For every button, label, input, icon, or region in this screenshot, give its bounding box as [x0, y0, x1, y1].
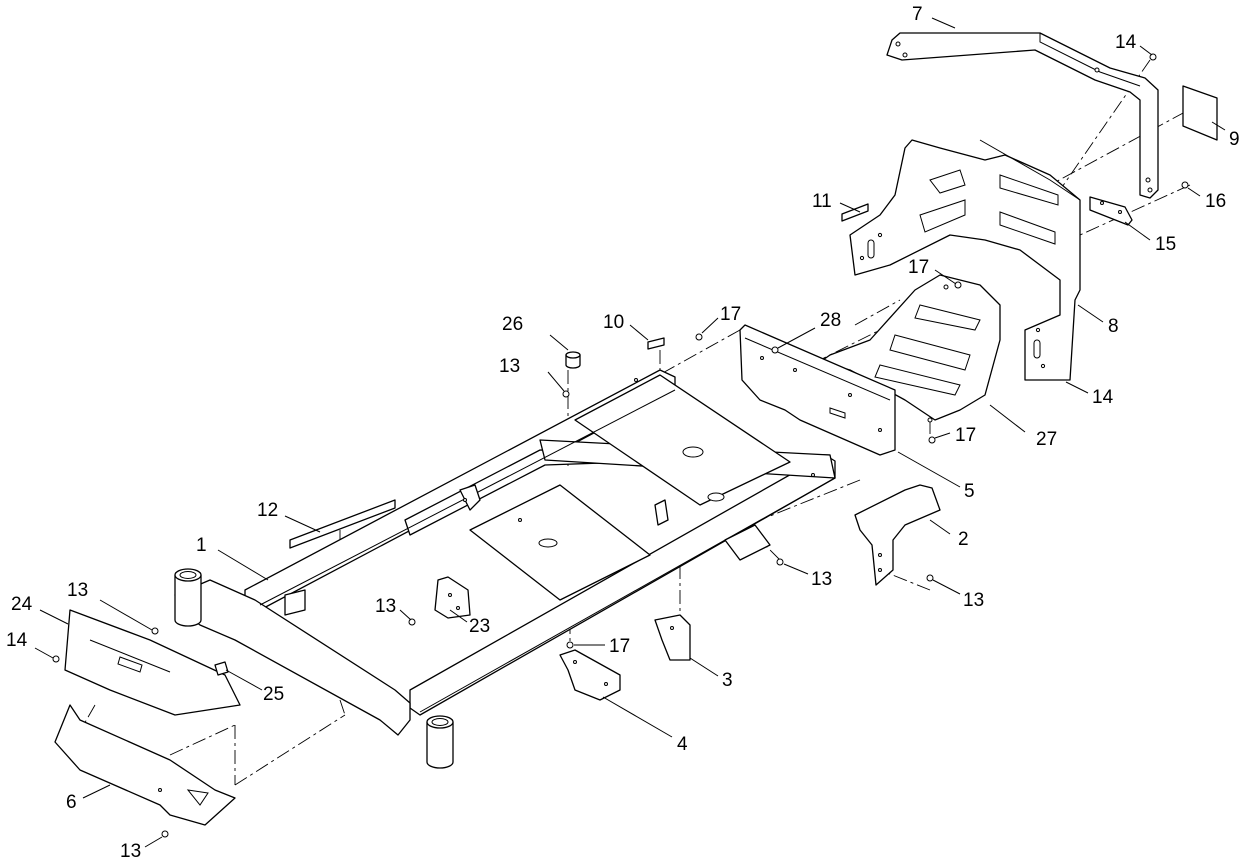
part-15-bracket	[1089, 196, 1133, 226]
callout-13: 13	[67, 580, 88, 601]
callout-labels: 7 14 9 11 16 15 17 8 26 10 17 28 13 14 1…	[6, 4, 1240, 862]
callout-3: 3	[722, 670, 733, 691]
part-5-front-panel	[739, 324, 896, 456]
part-26-bumper	[565, 351, 581, 369]
part-24-shield	[64, 609, 241, 716]
part-28-bolt	[771, 346, 779, 354]
part-13-bolt-23	[408, 618, 416, 626]
part-17-nuts	[566, 281, 962, 649]
callout-14: 14	[1115, 32, 1137, 53]
part-25-clip	[214, 661, 229, 676]
part-12-decal	[289, 499, 396, 549]
callout-1: 1	[196, 535, 207, 556]
part-27-floor-pan	[819, 274, 1001, 423]
part-1-main-frame	[174, 369, 836, 769]
callout-17: 17	[609, 636, 630, 657]
part-2-bracket	[854, 484, 941, 586]
callout-5: 5	[964, 481, 975, 502]
callout-14: 14	[6, 630, 28, 651]
callout-8: 8	[1108, 316, 1119, 337]
callout-12: 12	[257, 500, 278, 521]
part-13-bolt-2	[926, 574, 934, 582]
part-7-upper-rail	[886, 32, 1159, 199]
callout-13: 13	[120, 841, 141, 862]
part-10-decal	[647, 337, 665, 350]
part-13-bolt-24	[151, 627, 159, 635]
callout-7: 7	[912, 4, 923, 25]
callout-11: 11	[812, 191, 832, 212]
part-13-bolt-frame	[776, 558, 784, 566]
part-23-bracket	[434, 576, 471, 619]
part-14-bolt-24	[52, 655, 60, 663]
callout-23: 23	[469, 616, 490, 637]
callout-13: 13	[375, 596, 396, 617]
callout-17: 17	[955, 425, 976, 446]
callout-9: 9	[1229, 129, 1240, 150]
callout-17: 17	[908, 257, 929, 278]
callout-13: 13	[963, 590, 984, 611]
part-11-decal	[841, 203, 869, 222]
part-13-bolt-6	[161, 830, 169, 838]
callout-13: 13	[499, 356, 520, 377]
callout-24: 24	[11, 594, 33, 615]
callout-16: 16	[1205, 191, 1226, 212]
callout-17: 17	[720, 304, 741, 325]
part-8-rear-shroud	[849, 139, 1081, 381]
callout-leaders	[34, 17, 1226, 848]
part-3-bracket	[654, 614, 691, 661]
callout-10: 10	[603, 312, 624, 333]
part-13-bolt-26	[562, 390, 570, 398]
callout-28: 28	[820, 310, 841, 331]
part-14-bolt-top	[1149, 53, 1157, 61]
callout-14: 14	[1092, 387, 1114, 408]
callout-6: 6	[66, 792, 77, 813]
callout-2: 2	[958, 529, 969, 550]
callout-4: 4	[677, 734, 688, 755]
callout-15: 15	[1155, 234, 1176, 255]
callout-25: 25	[263, 684, 284, 705]
callout-26: 26	[502, 314, 523, 335]
callout-13: 13	[811, 569, 832, 590]
part-9-decal	[1182, 85, 1218, 141]
part-6-lower-shield	[54, 704, 236, 826]
callout-27: 27	[1036, 429, 1057, 450]
part-4-bracket	[559, 649, 621, 701]
part-16-bolt	[1181, 181, 1189, 189]
